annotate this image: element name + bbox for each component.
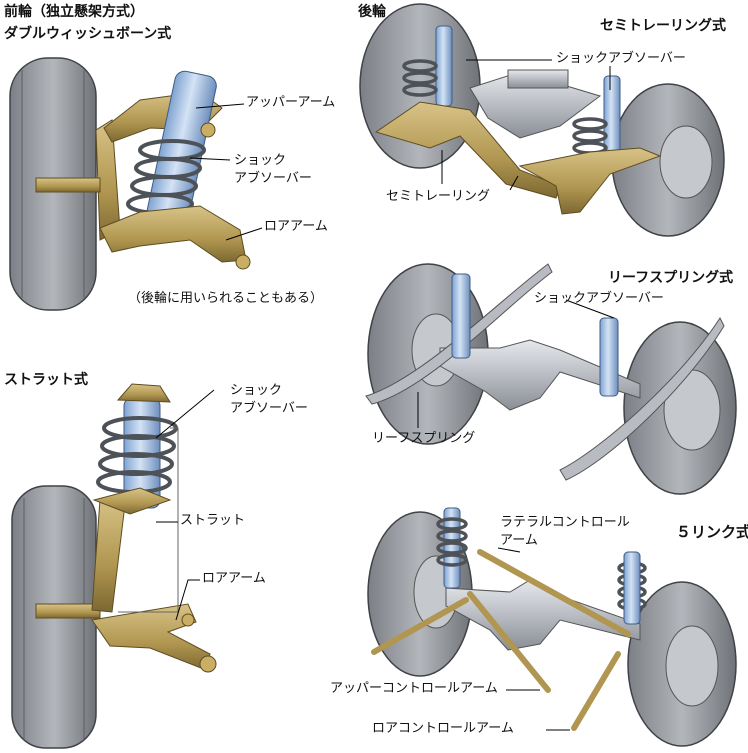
five-link-illustration (367, 507, 737, 747)
shock-right (623, 551, 641, 625)
upper-control-arm-label: アッパーコントロールアーム (330, 681, 498, 696)
strut-label: ストラット (180, 513, 246, 528)
shock-left (451, 273, 471, 359)
upper-control-arm (467, 591, 551, 693)
lateral-control-arm (477, 549, 631, 637)
semi-trailing-arm-label: セミトレーリング (386, 189, 491, 204)
semi-trailing-illustration (359, 3, 725, 237)
lower-arm (99, 205, 247, 263)
axle-housing (445, 579, 641, 651)
strut-illustration (11, 383, 217, 749)
leaf-spring-right (559, 316, 725, 481)
front-title: 前輪（独立懸架方式） (4, 4, 144, 20)
strut-shock-label-line2: アブソーバー (230, 401, 308, 416)
leaf-spring-illustration (365, 263, 737, 495)
rear-title: 後輪 (358, 4, 386, 20)
lateral-arm-label-line1: ラテラルコントロール (500, 515, 630, 530)
lower-control-arm-right (571, 651, 621, 731)
shock-left (435, 25, 453, 107)
strut-shock-label-line1: ショック (230, 383, 283, 398)
lower-control-arm-left (371, 597, 469, 655)
leaf-spring-label: リーフスプリング (372, 431, 476, 446)
strut-tube (91, 495, 127, 613)
double-wishbone-note: （後輪に用いられることもある） (128, 291, 324, 306)
semi-trailing-shock-label: ショックアブソーバー (556, 51, 686, 66)
leaf-spring-left (365, 263, 553, 405)
shock-right (599, 317, 619, 397)
semi-trailing-title: セミトレーリング式 (600, 18, 726, 34)
five-link-title: ５リンク式 (676, 523, 748, 541)
double-wishbone-title: ダブルウィッシュボーン式 (4, 26, 172, 42)
leader-lines (155, 59, 615, 731)
lateral-arm-label-line2: アーム (500, 533, 538, 548)
leaf-spring-title: リーフスプリング式 (608, 270, 734, 286)
shock-label-line1: ショック (234, 153, 287, 168)
leaf-spring-shock-label: ショックアブソーバー (534, 291, 664, 306)
lower-arm (91, 603, 211, 671)
double-wishbone-illustration (9, 57, 251, 311)
shock-right (603, 75, 621, 155)
lower-arm-label: ロアアーム (264, 219, 328, 234)
shock-label-line2: アブソーバー (234, 171, 312, 186)
upper-arm-label: アッパーアーム (246, 95, 336, 110)
semi-trailing-arm-right (518, 147, 662, 215)
strut-lower-arm-label: ロアアーム (202, 571, 266, 586)
strut-title: ストラット式 (4, 372, 88, 388)
strut-bracket (118, 427, 179, 613)
lower-control-arm-label: ロアコントロールアーム (372, 721, 514, 736)
